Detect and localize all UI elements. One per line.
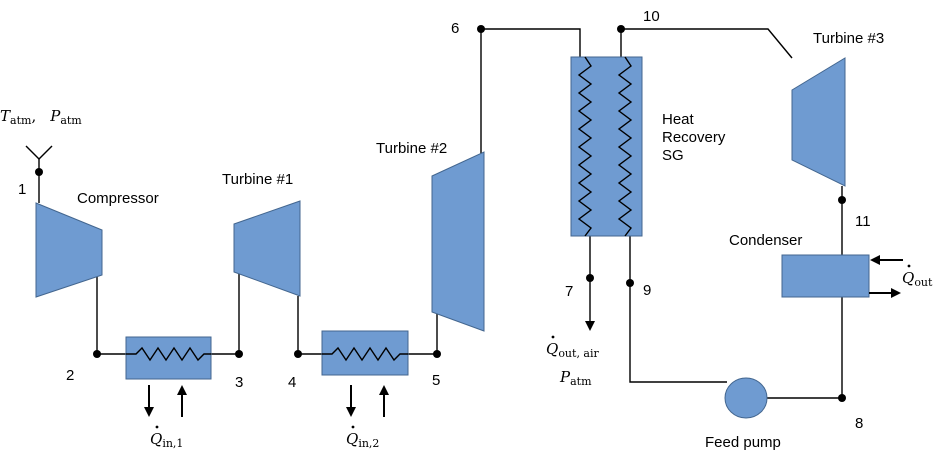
inlet-symbol [25,145,53,160]
qin1-dot [155,425,159,429]
qin1-label: Qin,1 [150,430,183,450]
condenser-label: Condenser [729,232,802,249]
state-label-4: 4 [288,374,296,391]
turbine1-shape [233,200,301,297]
heat-arrows [144,255,903,417]
qout-air-label: Qout, air [546,340,600,360]
state-label-1: 1 [18,181,26,198]
qin2-label: Qin,2 [346,430,379,450]
hrsg-gas-coil [577,56,593,237]
state-dot-3 [235,350,243,358]
pipe-hx2-to-turbine2 [408,312,438,355]
state-label-5: 5 [432,372,440,389]
state-dot-5 [433,350,441,358]
feed-pump-label: Feed pump [705,434,781,451]
inlet-conditions-label: Tatm,Patm [0,107,82,127]
state-dot-9 [626,279,634,287]
state-dot-11 [838,196,846,204]
state-label-6: 6 [451,20,459,37]
hrsg-water-coil [617,56,633,237]
feed-pump-shape [724,377,768,419]
state-label-7: 7 [565,283,573,300]
pipe-turbine1-to-hx2 [297,296,322,355]
state-label-10: 10 [643,8,660,25]
state-dot-7 [586,274,594,282]
qout-label: Qout [902,269,933,289]
state-label-11: 11 [855,213,871,230]
state-dot-10 [617,25,625,33]
compressor-shape [35,202,103,298]
state-dot-2 [93,350,101,358]
state-dot-4 [294,350,302,358]
turbine2-label: Turbine #2 [376,140,447,157]
heater-2 [321,330,409,376]
hrsg [570,56,643,237]
pipe-turbine2-to-hrsg [480,28,581,172]
heater-1 [125,336,212,380]
state-dot-6 [477,25,485,33]
condenser-shape [781,254,870,298]
state-dot-1 [35,168,43,176]
hrsg-label-line2: Recovery [662,129,726,146]
pipe-pump-to-hrsg [629,236,727,383]
turbine3-shape [791,57,846,187]
pipe-hx1-to-turbine1 [211,272,240,355]
state-points [35,25,846,402]
exhaust-patm-label: Patm [559,368,592,388]
qin2-dot [351,425,355,429]
pipe-condenser-to-pump [765,297,843,399]
qout-air-dot [551,335,555,339]
state-label-3: 3 [235,374,243,391]
pipe-hrsg-to-turbine3 [620,28,793,59]
turbine2-shape [431,151,485,332]
compressor-label: Compressor [77,190,159,207]
pipe-compressor-to-hx1 [96,275,126,355]
turbine3-label: Turbine #3 [813,30,884,47]
state-dot-8 [838,394,846,402]
state-label-9: 9 [643,282,651,299]
qout-dot [907,264,911,268]
state-label-8: 8 [855,415,863,432]
hrsg-label-line3: SG [662,147,684,164]
turbine1-label: Turbine #1 [222,171,293,188]
hrsg-label-line1: Heat [662,111,695,128]
state-label-2: 2 [66,367,74,384]
